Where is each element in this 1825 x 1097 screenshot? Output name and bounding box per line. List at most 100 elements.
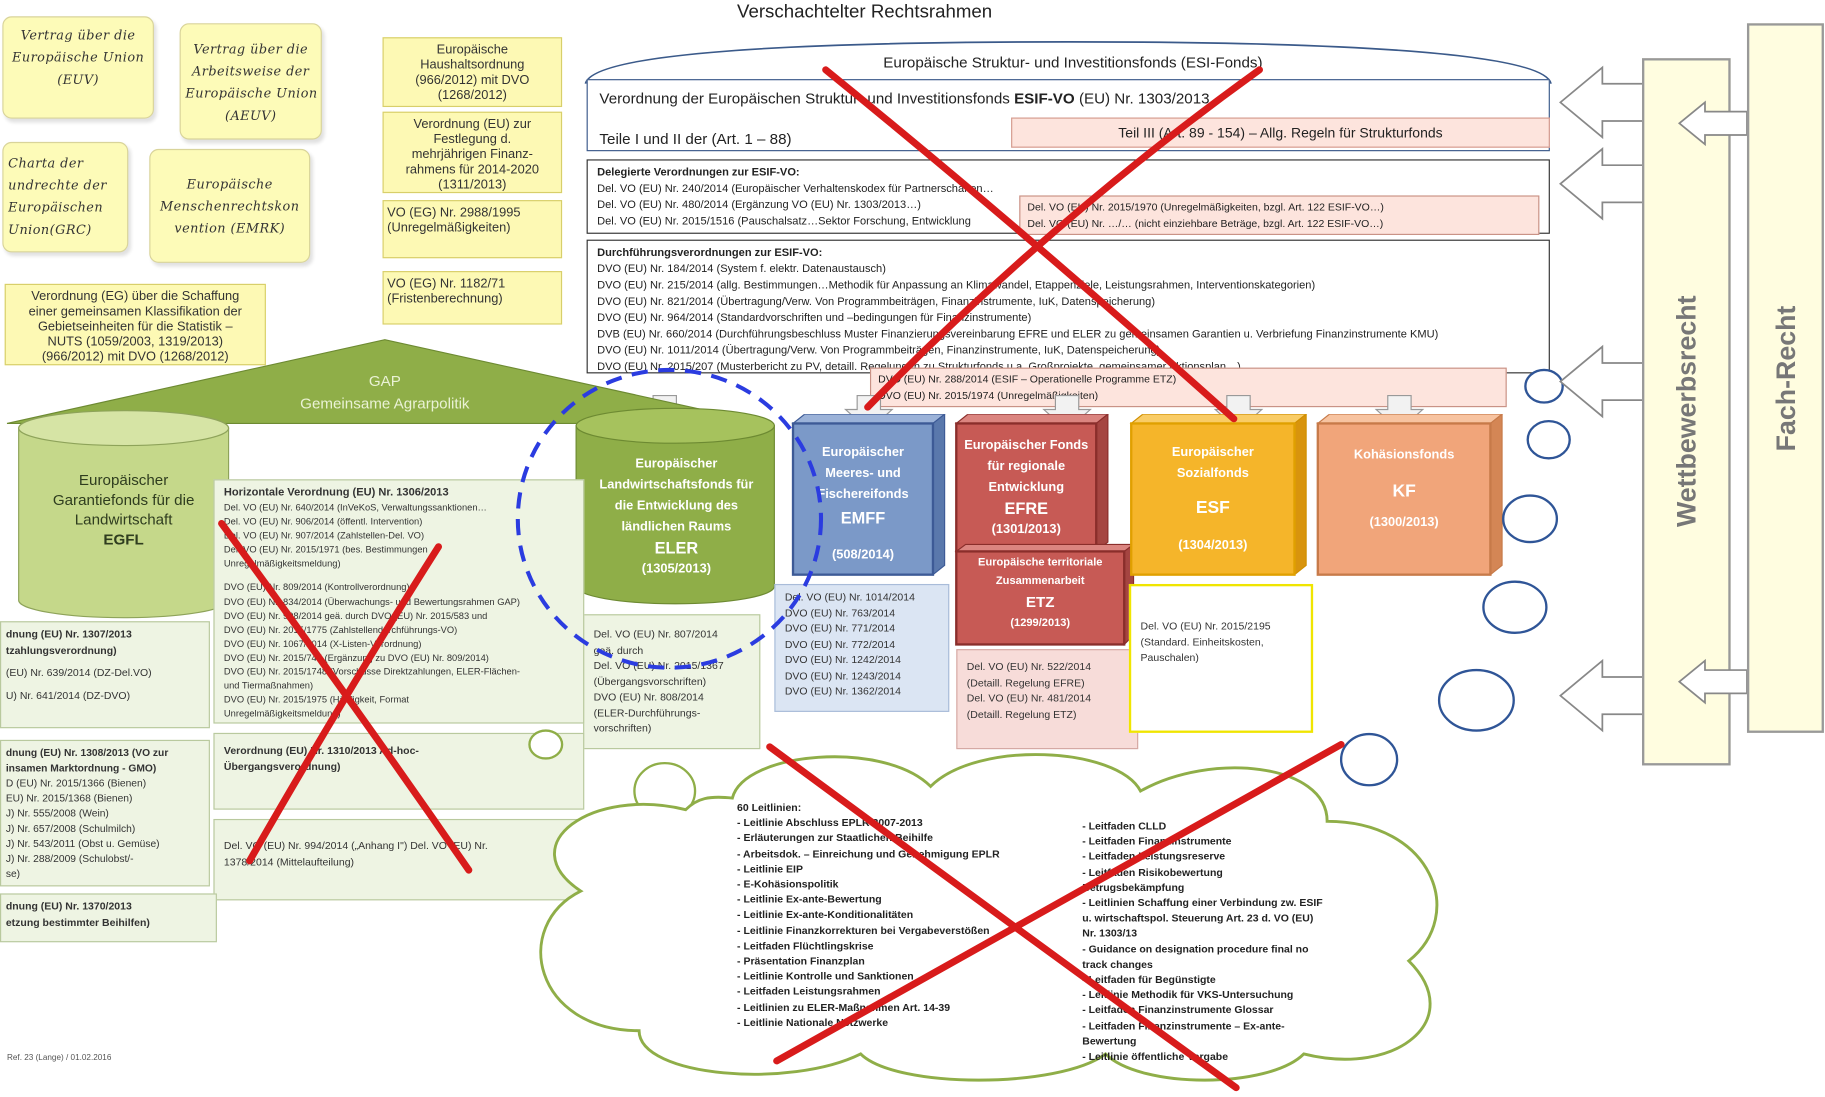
cross-stroke — [246, 543, 442, 865]
scroll-line: Europäische Union — [185, 86, 318, 102]
emff-reg-line: DVO (EU) Nr. 1243/2014 — [784, 669, 901, 682]
box-finanzrahmen: Verordnung (EU) zur Festlegung d. mehrjä… — [382, 111, 563, 194]
horizontal-line: DVO (EU) Nr. 2015/1748 (Vorschüsse Direk… — [223, 666, 521, 678]
cloud-left-line: 60 Leitlinien: — [737, 801, 802, 814]
box-line: (966/2012) mit DVO — [415, 73, 530, 88]
emff-reg-line: DVO (EU) Nr. 772/2014 — [784, 638, 896, 650]
delegated-line: Del. VO (EU) Nr. 240/2014 (Europäischer … — [597, 182, 994, 196]
eler-reg-line: (ELER-Durchführungs- — [593, 706, 701, 719]
reg-994: Del. VO (EU) Nr. 994/2014 („Anhang I") D… — [213, 818, 585, 901]
efre-line: für regionale — [987, 459, 1066, 474]
etz-line: Europäische territoriale — [978, 556, 1103, 569]
eler-label: Europäischer Landwirtschaftsfonds für di… — [583, 454, 770, 580]
scroll-line: Vertrag über die — [20, 27, 136, 44]
eler-reg: (1305/2013) — [641, 561, 711, 576]
eler-line: Landwirtschaftsfonds für — [599, 478, 754, 493]
implementing-line: DVB (EU) Nr. 660/2014 (Durchführungsbesc… — [597, 328, 1439, 341]
emff-reg: (508/2014) — [831, 547, 895, 562]
reg-994-line: Del. VO (EU) Nr. 994/2014 („Anhang I") D… — [223, 839, 488, 852]
delegated-line: Del. VO (EU) Nr. 2015/1516 (Pauschalsatz… — [597, 215, 971, 229]
horizontal-line: Del. VO (EU) Nr. 640/2014 (InVeKoS, Verw… — [223, 502, 487, 514]
left-sheet-line: J) Nr. 288/2009 (Schulobst/- — [5, 852, 134, 865]
cross-stroke — [773, 741, 1345, 1065]
esi-header: Europäische Struktur- und Investitionsfo… — [883, 53, 1263, 71]
cloud-right-line: - Leitfaden Finanzinstrumente – Ex-ante- — [1082, 1019, 1285, 1032]
efre-reg-line: Del. VO (EU) Nr. 522/2014 — [966, 660, 1092, 673]
implementing-panel: Durchführungsverordnungen zur ESIF-VO: D… — [586, 239, 1550, 374]
box-line: Gebietseinheiten für die Statistik – — [37, 319, 233, 334]
etz-line: Zusammenarbeit — [995, 574, 1085, 588]
esf-reg-line: Del. VO (EU) Nr. 2015/2195 — [1140, 620, 1271, 632]
left-sheet-1370: dnung (EU) Nr. 1370/2013 etzung bestimmt… — [0, 893, 217, 943]
implementing-pink-line: DVO (EU) Nr. 288/2014 (ESIF – Operatione… — [878, 373, 1177, 386]
etz-abbr: ETZ — [1025, 593, 1055, 611]
esf-reg-line: Pauschalen) — [1140, 651, 1199, 664]
box-line: Verordnung (EG) über die Schaffung — [31, 289, 240, 304]
cloud-left-line: - Erläuterungen zur Staatlichen Beihilfe — [737, 832, 933, 844]
kf-line: Kohäsionsfonds — [1353, 447, 1455, 462]
left-sheet-line: insamen Marktordnung - GMO) — [5, 761, 157, 774]
box-line: (Unregelmäßigkeiten) — [387, 221, 511, 235]
eler-reg-line: (Übergangsvorschriften) — [593, 675, 707, 687]
implementing-line: DVO (EU) Nr. 821/2014 (Übertragung/Verw.… — [597, 295, 1156, 309]
etz-reg: (1299/2013) — [1010, 616, 1071, 630]
scroll-grc: Charta der undrechte der Europäischen Un… — [2, 141, 129, 253]
cloud-left-line: - Leitfaden Flüchtlingskrise — [737, 939, 874, 952]
box-vo-1182: VO (EG) Nr. 1182/71 (Fristenberechnung) — [382, 271, 563, 325]
egfl-abbr: EGFL — [103, 530, 144, 548]
delegated-line: Del. VO (EU) Nr. 480/2014 (Ergänzung VO … — [597, 198, 922, 212]
efre-reg-line: Del. VO (EU) Nr. 481/2014 — [966, 692, 1092, 704]
cloud-right-line: - Leitlinie öffentliche Vergabe — [1082, 1050, 1229, 1063]
efre-line: Europäischer Fonds — [964, 438, 1089, 453]
scroll-line: Europäischen — [8, 200, 104, 216]
box-line: VO (EG) Nr. 2988/1995 — [387, 205, 521, 220]
cloud-left-line: - E-Kohäsionspolitik — [737, 878, 839, 890]
competition-law-bar: Wettbewerbsrecht — [1642, 58, 1731, 766]
left-sheet-line: U) Nr. 641/2014 (DZ-DVO) — [5, 689, 131, 701]
box-line: mehrjährigen Finanz- — [411, 147, 533, 162]
scroll-line: Europäische Union — [12, 50, 145, 66]
left-sheet-line: D (EU) Nr. 2015/1366 (Bienen) — [5, 777, 147, 789]
scroll-line: (AEUV) — [224, 108, 277, 124]
egfl-cylinder — [18, 410, 230, 619]
esf-regs: Del. VO (EU) Nr. 2015/2195 (Standard. Ei… — [1128, 583, 1314, 733]
reg-1310-line: Übergangsverordnung) — [223, 760, 341, 772]
implementing-heading: Durchführungsverordnungen zur ESIF-VO: — [597, 246, 823, 260]
gap-label: GAP Gemeinsame Agrarpolitik — [268, 370, 501, 414]
cloud-right-line: Nr. 1303/13 — [1082, 927, 1138, 940]
esif-vo-suffix: (EU) Nr. 1303/2013. — [1074, 89, 1214, 108]
cross-stroke — [864, 66, 1263, 411]
implementing-line: DVO (EU) Nr. 964/2014 (Standardvorschrif… — [597, 311, 1032, 325]
implementing-line: DVO (EU) Nr. 1011/2014 (Übertragung/Verw… — [597, 344, 1161, 358]
esf-line: Europäischer — [1171, 445, 1254, 460]
delegated-pink: Del. VO (EU) Nr. 2015/1970 (Unregelmäßig… — [1019, 195, 1540, 235]
esf-reg-line: (Standard. Einheitskosten, — [1140, 635, 1264, 648]
emff-line: Fischereifonds — [817, 487, 909, 502]
emff-reg-line: Del. VO (EU) Nr. 1014/2014 — [784, 590, 915, 603]
scroll-aeuv: Vertrag über die Arbeitsweise der Europä… — [179, 23, 322, 140]
left-sheet-line: dnung (EU) Nr. 1308/2013 (VO zur — [5, 746, 169, 759]
cloud-right-line: - Leitlinie Methodik für VKS-Untersuchun… — [1082, 989, 1294, 1001]
efre-reg-line: (Detaill. Regelung EFRE) — [966, 676, 1085, 689]
eler-line: ländlichen Raums — [621, 519, 732, 534]
cloud-right-line: - Leitfaden Risikobewertung — [1082, 866, 1223, 878]
kf-label: Kohäsionsfonds KF (1300/2013) — [1318, 444, 1491, 532]
esif-vo-prefix: Verordnung der Europäischen Struktur- un… — [599, 89, 1015, 108]
kf-abbr: KF — [1392, 481, 1416, 502]
box-line: (1311/2013) — [438, 177, 507, 192]
specialist-law-bar: Fach-Recht — [1746, 23, 1824, 733]
eler-line: die Entwicklung des — [614, 499, 739, 514]
cross-stroke — [822, 66, 1238, 423]
box-line: Verordnung (EU) zur — [413, 117, 532, 132]
left-sheet-line: J) Nr. 657/2008 (Schulmilch) — [5, 822, 136, 835]
scroll-line: (EUV) — [57, 72, 100, 88]
box-line: Haushaltsordnung — [420, 58, 525, 73]
efre-line: Entwicklung — [988, 480, 1065, 495]
horizontal-line: Del. VO (EU) Nr. 906/2014 (öffentl. Inte… — [223, 516, 423, 528]
eler-abbr: ELER — [654, 538, 699, 558]
fund-cubes — [791, 414, 1503, 646]
box-line: einer gemeinsamen Klassifikation der — [28, 304, 242, 319]
esif-vo-box: Verordnung der Europäischen Struktur- un… — [586, 79, 1550, 152]
left-sheet-line: dnung (EU) Nr. 1307/2013 — [5, 628, 132, 640]
cross-stroke — [766, 743, 1240, 1092]
